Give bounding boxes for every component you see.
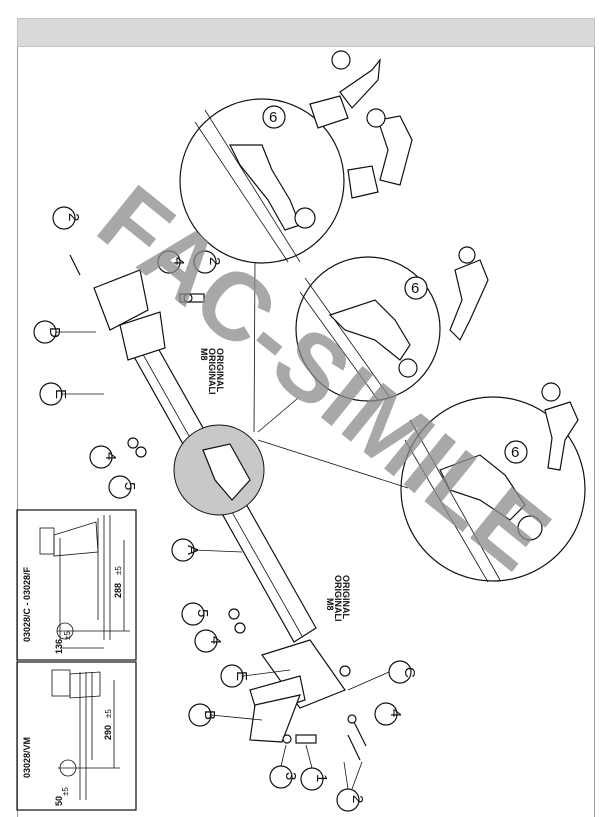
inset-top-width: 136 — [54, 639, 64, 654]
callout-2-bottom: 2 — [336, 761, 366, 812]
inset-top-title: 03028/C - 03028/F — [22, 566, 32, 642]
callout-6-circle-3 — [504, 440, 528, 464]
inset-bottom: 03028/VM 290 ±5 50 ±5 — [16, 661, 137, 811]
svg-text:ORIGINALI: ORIGINALI — [207, 348, 217, 395]
svg-text:ORIGINAL: ORIGINAL — [215, 348, 225, 393]
svg-text:D: D — [46, 327, 63, 338]
svg-text:4: 4 — [102, 452, 119, 460]
svg-text:A: A — [184, 545, 201, 555]
svg-text:E: E — [52, 389, 69, 399]
callout-E-top: E — [39, 382, 104, 406]
svg-text:2: 2 — [206, 257, 223, 265]
bolts — [69, 254, 367, 761]
svg-text:ORIGINAL: ORIGINAL — [341, 575, 351, 620]
callout-3: 3 — [269, 744, 299, 789]
svg-text:4: 4 — [170, 257, 187, 265]
inset-top: 03028/C - 03028/F 288 ±5 136 ±5 — [16, 509, 137, 661]
callout-6-circle-1 — [262, 105, 286, 129]
svg-text:5: 5 — [121, 482, 138, 490]
inset-top-height-tol: ±5 — [114, 566, 123, 575]
callout-4-right: 4 — [374, 702, 404, 726]
callout-4-left: 4 — [89, 445, 119, 469]
callout-5-left: 5 — [108, 475, 138, 499]
callout-6-circle-2 — [404, 276, 428, 300]
callout-D: D — [33, 320, 96, 344]
svg-text:M8: M8 — [325, 598, 335, 611]
callout-6-b: 6 — [411, 280, 419, 297]
inset-bottom-title: 03028/VM — [22, 737, 32, 778]
svg-text:4: 4 — [387, 709, 404, 717]
svg-text:ORIGINALI: ORIGINALI — [333, 575, 343, 622]
callout-E-bottom: E — [220, 664, 291, 688]
inset-bottom-width: 50 — [54, 796, 64, 806]
note-m8-top: M8 ORIGINALI ORIGINAL — [199, 348, 225, 395]
callout-6-c: 6 — [511, 444, 519, 461]
header-bar — [17, 18, 595, 47]
svg-text:4: 4 — [207, 636, 224, 644]
callout-6-a: 6 — [269, 109, 277, 126]
svg-text:1: 1 — [313, 774, 330, 782]
svg-text:C: C — [401, 667, 418, 678]
inset-bottom-height-tol: ±5 — [104, 709, 113, 718]
svg-text:M8: M8 — [199, 348, 209, 361]
note-m8-bottom: M8 ORIGINALI ORIGINAL — [325, 575, 351, 622]
callout-A: A — [171, 538, 243, 562]
svg-text:2: 2 — [65, 213, 82, 221]
inset-bottom-width-tol: ±5 — [61, 787, 70, 796]
detail-circle-1: 6 — [179, 50, 413, 264]
svg-text:B: B — [201, 710, 218, 720]
callout-5-bottom: 5 — [181, 602, 211, 626]
inset-bottom-height: 290 — [103, 725, 113, 740]
svg-text:5: 5 — [194, 609, 211, 617]
inset-top-height: 288 — [113, 583, 123, 598]
crossbar-A — [93, 269, 346, 743]
svg-text:E: E — [233, 671, 250, 681]
callout-2-top-right: 2 — [193, 250, 223, 274]
callout-2-top: 2 — [52, 206, 82, 230]
svg-text:2: 2 — [349, 795, 366, 803]
detail-circle-3: 6 — [400, 382, 586, 583]
svg-text:3: 3 — [282, 772, 299, 780]
detail-circle-2: 6 — [295, 246, 489, 402]
callout-4-bottom: 4 — [194, 629, 224, 653]
page-frame — [17, 47, 595, 817]
callout-1: 1 — [300, 744, 330, 791]
callout-C: C — [347, 660, 418, 691]
callout-B: B — [188, 703, 263, 727]
inset-top-width-tol: ±5 — [63, 631, 72, 640]
callout-4-top: 4 — [157, 250, 187, 274]
